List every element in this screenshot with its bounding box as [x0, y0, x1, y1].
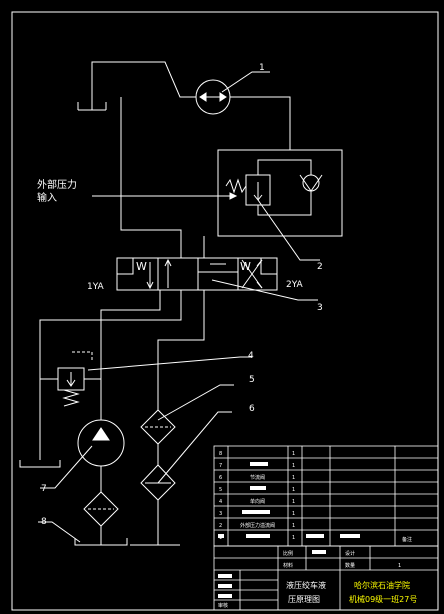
parts-list-marks — [218, 462, 360, 538]
directional-valve — [39, 257, 278, 460]
leader-lines — [38, 71, 320, 543]
valve-letter-left: W — [136, 260, 147, 273]
parts-header-remark: 备注 — [402, 536, 412, 543]
tb-scale-label: 比例 — [283, 550, 293, 557]
tb-drawn-label: 设计 — [345, 550, 355, 557]
label-6: 6 — [249, 404, 255, 414]
parts-no-5: 5 — [219, 487, 222, 493]
drawing-title-2: 压原理图 — [288, 595, 320, 604]
label-2: 2 — [317, 262, 323, 272]
title-block — [213, 545, 439, 611]
school-line-2: 机械09级一班27号 — [349, 594, 417, 604]
parts-name-4: 单向阀 — [250, 498, 265, 505]
parts-no-3: 3 — [219, 511, 222, 517]
parts-name-2: 外部压力溢流阀 — [240, 522, 275, 529]
external-input-label-1: 外部压力 — [37, 178, 77, 191]
valve-letter-right: W — [240, 260, 251, 273]
tb-quantity-value: 1 — [398, 563, 401, 569]
label-4: 4 — [248, 351, 254, 361]
relief-valve-block — [203, 149, 343, 258]
parts-name-6: 节流阀 — [250, 474, 265, 481]
parts-no-6: 6 — [219, 475, 222, 481]
solenoid-1ya-label: 1YA — [87, 282, 105, 292]
hydraulic-motor — [77, 61, 291, 258]
parts-no-2: 2 — [219, 523, 222, 529]
suction-filter — [83, 491, 119, 545]
title-block-marks — [218, 550, 326, 598]
parts-no-4: 4 — [219, 499, 222, 505]
pressure-valve — [40, 351, 101, 407]
drawing-title-1: 液压绞车液 — [286, 580, 326, 590]
parts-no-1: 1 — [219, 535, 222, 541]
tb-material-label: 材料 — [283, 562, 293, 569]
parts-qty-7: 1 — [292, 463, 295, 469]
label-8: 8 — [41, 517, 47, 527]
tb-quantity-label: 数量 — [345, 562, 355, 569]
parts-qty-8: 1 — [292, 451, 295, 457]
parts-qty-2: 1 — [292, 523, 295, 529]
parts-no-7: 7 — [219, 463, 222, 469]
label-1: 1 — [259, 63, 265, 73]
school-line-1: 哈尔滨石油学院 — [354, 580, 410, 590]
label-7: 7 — [41, 484, 47, 494]
label-3: 3 — [317, 303, 323, 313]
label-5: 5 — [249, 375, 255, 385]
external-input-leader — [92, 192, 238, 200]
tb-check-label: 审核 — [218, 602, 228, 609]
parts-qty-6: 1 — [292, 475, 295, 481]
parts-no-8: 8 — [219, 451, 222, 457]
parts-qty-5: 1 — [292, 487, 295, 493]
parts-qty-4: 1 — [292, 499, 295, 505]
tank-bottom — [74, 538, 180, 546]
hydraulic-pump — [77, 419, 125, 492]
return-filter — [140, 409, 176, 465]
solenoid-2ya-label: 2YA — [286, 280, 304, 290]
parts-qty-3: 1 — [292, 511, 295, 517]
tank-left — [19, 460, 61, 468]
external-input-label-2: 输入 — [37, 191, 57, 204]
parts-qty-1: 1 — [292, 535, 295, 541]
